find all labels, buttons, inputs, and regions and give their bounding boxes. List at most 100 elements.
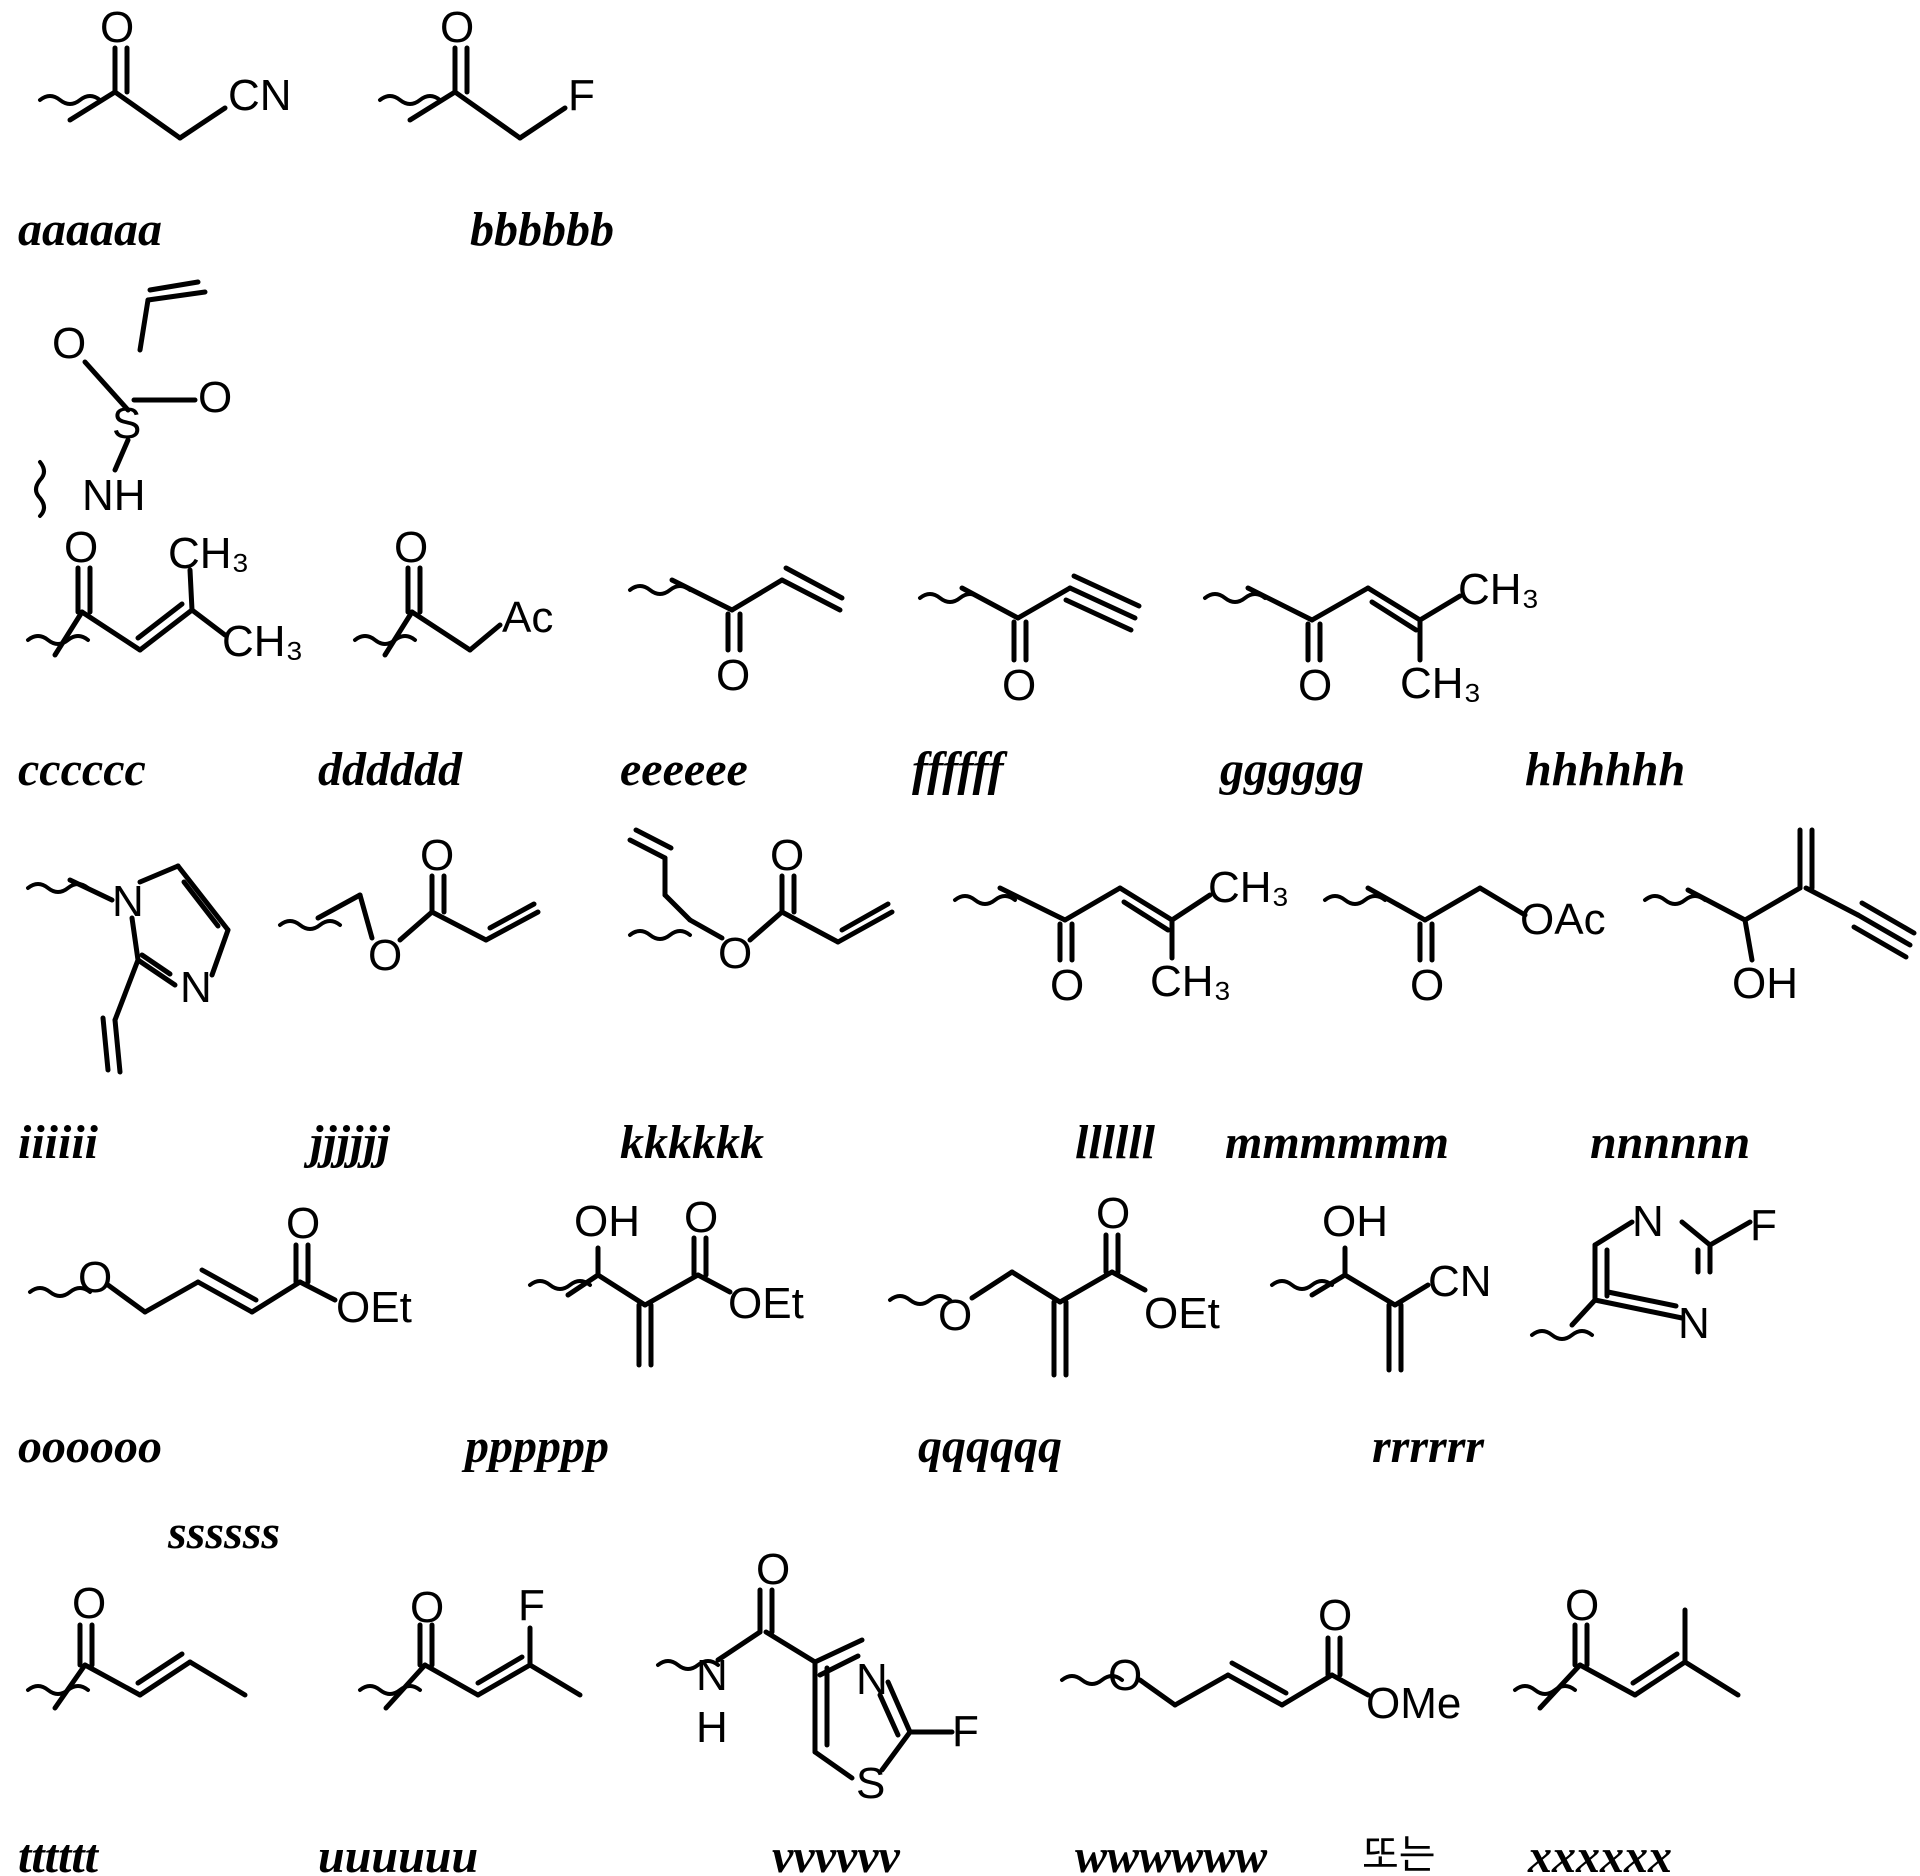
structure-ffffff: O bbox=[920, 576, 1139, 710]
structure-llllll: O CH₃ CH₃ bbox=[955, 863, 1289, 1010]
fluorine-label: F bbox=[1750, 1201, 1777, 1250]
oxygen-label: O bbox=[394, 523, 428, 572]
sulfur-label: S bbox=[856, 1759, 885, 1808]
structure-vinylsulfonamide: O O S NH bbox=[36, 282, 232, 520]
oxygen-label: O bbox=[368, 931, 402, 980]
caption-ffffff: ffffff bbox=[912, 743, 1008, 796]
oxygen-label: O bbox=[1002, 661, 1036, 710]
caption-hhhhhh: hhhhhh bbox=[1525, 743, 1685, 796]
caption-xxxxxx: xxxxxx bbox=[1527, 1830, 1672, 1876]
ethoxy-label: OEt bbox=[728, 1279, 804, 1328]
nitrogen-label: N bbox=[1632, 1197, 1664, 1246]
nitrogen-label: N bbox=[856, 1655, 888, 1704]
structure-dddddd: O Ac bbox=[355, 523, 553, 655]
oxygen-label: O bbox=[78, 1253, 112, 1302]
caption-wwwwww: wwwwww bbox=[1075, 1830, 1268, 1876]
structure-qqqqqq: O O OEt bbox=[890, 1189, 1220, 1375]
acetyl-label: Ac bbox=[502, 593, 553, 642]
structure-pppppp: OH O OEt bbox=[530, 1193, 804, 1365]
acetoxy-label: OAc bbox=[1520, 895, 1606, 944]
conjunction-text: 또는 bbox=[1362, 1832, 1436, 1876]
methoxy-label: OMe bbox=[1366, 1679, 1461, 1728]
caption-uuuuuu: uuuuuu bbox=[318, 1830, 478, 1876]
fluorine-label: F bbox=[568, 71, 595, 120]
caption-rrrrrr: rrrrrr bbox=[1372, 1420, 1485, 1473]
oxygen-label: O bbox=[420, 831, 454, 880]
structure-bbbbbb: O F bbox=[380, 3, 595, 138]
caption-oooooo: oooooo bbox=[18, 1420, 162, 1473]
oxygen-label: O bbox=[410, 1583, 444, 1632]
structure-eeeeee: O bbox=[630, 568, 842, 700]
oxygen-label: O bbox=[716, 651, 750, 700]
oxygen-label: O bbox=[684, 1193, 718, 1242]
hydroxyl-label: OH bbox=[574, 1197, 640, 1246]
fluorine-label: F bbox=[518, 1581, 545, 1630]
oxygen-label: O bbox=[100, 3, 134, 52]
structure-ssssss: N N F bbox=[1532, 1197, 1777, 1348]
oxygen-label: O bbox=[938, 1291, 972, 1340]
oxygen-label: O bbox=[756, 1545, 790, 1594]
oxygen-label: O bbox=[198, 373, 232, 422]
amine-label: NH bbox=[82, 471, 146, 520]
caption-mmmmmm: mmmmmm bbox=[1225, 1116, 1449, 1169]
cyano-label: CN bbox=[1428, 1257, 1492, 1306]
cyano-label: CN bbox=[228, 71, 292, 120]
oxygen-label: O bbox=[770, 831, 804, 880]
nitrogen-label: N bbox=[180, 963, 212, 1012]
structure-oooooo: O O OEt bbox=[30, 1199, 412, 1332]
methyl-label: CH₃ bbox=[1458, 565, 1539, 614]
caption-dddddd: dddddd bbox=[318, 743, 463, 796]
oxygen-label: O bbox=[1050, 961, 1084, 1010]
caption-tttttt: tttttt bbox=[18, 1830, 100, 1876]
caption-bbbbbb: bbbbbb bbox=[470, 203, 614, 256]
hydroxyl-label: OH bbox=[1732, 959, 1798, 1008]
oxygen-label: O bbox=[440, 3, 474, 52]
oxygen-label: O bbox=[52, 319, 86, 368]
methyl-label: CH₃ bbox=[168, 529, 249, 578]
caption-eeeeee: eeeeee bbox=[620, 743, 748, 796]
caption-aaaaaa: aaaaaa bbox=[18, 203, 162, 256]
oxygen-label: O bbox=[64, 523, 98, 572]
oxygen-label: O bbox=[718, 929, 752, 978]
oxygen-label: O bbox=[1318, 1591, 1352, 1640]
oxygen-label: O bbox=[1096, 1189, 1130, 1238]
caption-vvvvvv: vvvvvv bbox=[772, 1830, 901, 1876]
caption-iiiiii: iiiiii bbox=[18, 1116, 99, 1169]
nitrogen-label: N bbox=[1678, 1299, 1710, 1348]
fluorine-label: F bbox=[952, 1707, 979, 1756]
nitrogen-label: N bbox=[112, 877, 144, 926]
caption-cccccc: cccccc bbox=[18, 743, 146, 796]
structure-iiiiii: N N bbox=[28, 866, 228, 1072]
nitrogen-label: N bbox=[696, 1651, 728, 1700]
methyl-label: CH₃ bbox=[1150, 957, 1231, 1006]
oxygen-label: O bbox=[1565, 1581, 1599, 1630]
caption-gggggg: gggggg bbox=[1219, 743, 1364, 796]
methyl-label: CH₃ bbox=[222, 617, 303, 666]
oxygen-label: O bbox=[1410, 961, 1444, 1010]
caption-ssssss: ssssss bbox=[167, 1506, 280, 1559]
hydroxyl-label: OH bbox=[1322, 1197, 1388, 1246]
oxygen-label: O bbox=[1108, 1651, 1142, 1700]
oxygen-label: O bbox=[286, 1199, 320, 1248]
hydrogen-label: H bbox=[696, 1703, 728, 1752]
methyl-label: CH₃ bbox=[1400, 659, 1481, 708]
structure-vvvvvv: N H O N S F bbox=[658, 1545, 979, 1808]
methyl-label: CH₃ bbox=[1208, 863, 1289, 912]
structure-kkkkkk: O O bbox=[630, 830, 892, 978]
caption-pppppp: pppppp bbox=[461, 1420, 609, 1473]
structure-rrrrrr: OH CN bbox=[1272, 1197, 1492, 1370]
structure-aaaaaa: O CN bbox=[40, 3, 292, 138]
ethoxy-label: OEt bbox=[336, 1283, 412, 1332]
structure-jjjjjj: O O bbox=[280, 831, 538, 980]
structure-xxxxxx: O bbox=[1515, 1581, 1738, 1708]
caption-nnnnnn: nnnnnn bbox=[1590, 1116, 1750, 1169]
oxygen-label: O bbox=[1298, 661, 1332, 710]
structure-wwwwww: O O OMe bbox=[1062, 1591, 1461, 1728]
structure-gggggg: O CH₃ CH₃ bbox=[1205, 565, 1539, 710]
caption-qqqqqq: qqqqqq bbox=[918, 1420, 1062, 1473]
structure-tttttt: O bbox=[28, 1579, 245, 1708]
caption-llllll: llllll bbox=[1075, 1116, 1156, 1169]
oxygen-label: O bbox=[72, 1579, 106, 1628]
sulfur-label: S bbox=[112, 399, 141, 448]
